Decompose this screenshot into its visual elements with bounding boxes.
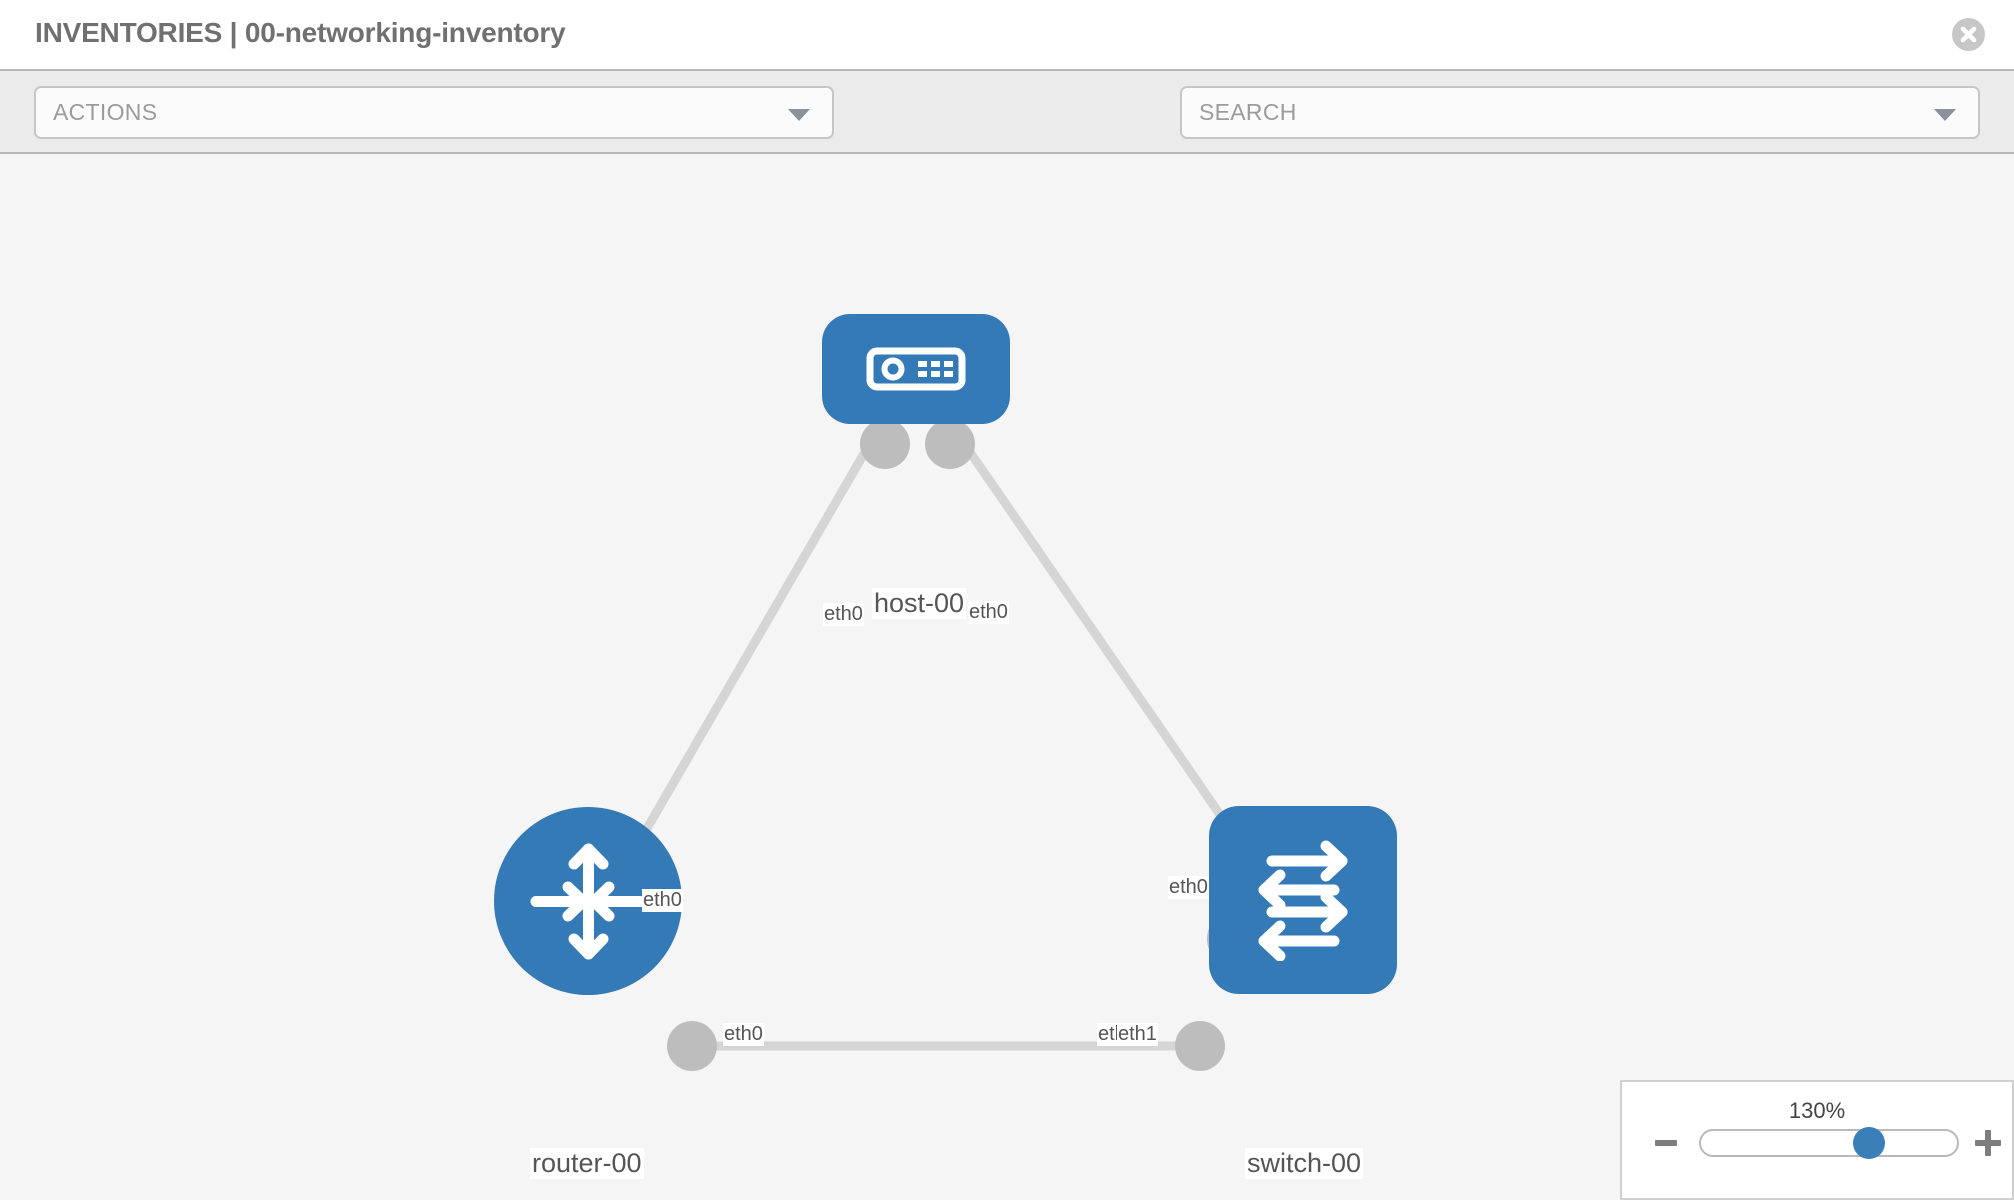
zoom-slider-thumb[interactable] xyxy=(1853,1127,1885,1159)
topology-canvas[interactable]: host-00 router-00 switch-00 eth0 eth0 et… xyxy=(0,154,2014,1200)
server-icon xyxy=(866,347,966,391)
chevron-down-icon xyxy=(1934,109,1956,121)
toolbar: ACTIONS SEARCH xyxy=(0,69,2014,200)
edge-host-switch xyxy=(948,423,1247,851)
port-label-switch-left-b: eth1 xyxy=(1117,1023,1158,1046)
connector-host-left xyxy=(860,419,910,469)
port-label-router-right: eth0 xyxy=(723,1023,764,1046)
page-header: INVENTORIES | 00-networking-inventory xyxy=(0,0,2014,69)
zoom-control-panel: 130% xyxy=(1620,1080,2014,1200)
port-label-switch-uplink: eth0 xyxy=(1168,876,1209,899)
minus-icon[interactable] xyxy=(1655,1140,1677,1146)
actions-dropdown-label: ACTIONS xyxy=(53,99,158,125)
node-host-00[interactable] xyxy=(822,314,1010,424)
search-input[interactable]: SEARCH xyxy=(1180,86,1980,139)
switch-arrows-icon xyxy=(1258,840,1348,961)
node-switch-00[interactable] xyxy=(1209,806,1397,994)
node-label-switch-00: switch-00 xyxy=(1245,1148,1364,1179)
zoom-slider[interactable] xyxy=(1699,1129,1959,1157)
edge-host-router xyxy=(634,423,884,847)
search-input-placeholder: SEARCH xyxy=(1199,99,1297,125)
connector-switch-left xyxy=(1175,1021,1225,1071)
zoom-level-label: 130% xyxy=(1788,1098,1846,1123)
close-icon[interactable] xyxy=(1952,18,1985,51)
connector-host-right xyxy=(925,419,975,469)
page-title: INVENTORIES | 00-networking-inventory xyxy=(35,17,566,48)
port-label-router-uplink: eth0 xyxy=(642,889,683,912)
port-label-host-right: eth0 xyxy=(968,601,1009,624)
node-label-host-00: host-00 xyxy=(872,588,967,619)
actions-dropdown[interactable]: ACTIONS xyxy=(34,86,834,139)
plus-icon[interactable] xyxy=(1975,1130,2001,1156)
chevron-down-icon xyxy=(788,109,810,121)
topology-edges xyxy=(634,419,1263,1071)
port-label-host-left: eth0 xyxy=(823,603,864,626)
router-arrows-icon xyxy=(530,843,646,959)
connector-router-right xyxy=(667,1021,717,1071)
node-label-router-00: router-00 xyxy=(530,1148,644,1179)
